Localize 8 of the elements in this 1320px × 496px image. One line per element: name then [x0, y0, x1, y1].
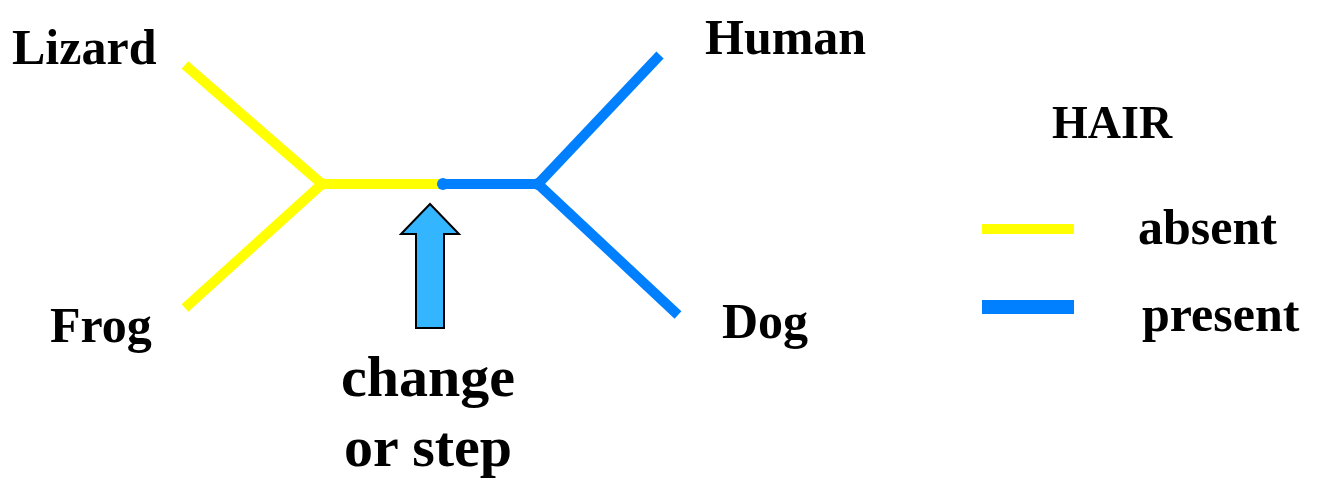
species-label: Human [705, 12, 867, 62]
legend-label: present [1142, 285, 1301, 344]
branch-junction [437, 178, 449, 190]
legend-label: absent [1138, 198, 1278, 257]
annotation-text: change or step [308, 342, 548, 482]
block-arrow [398, 202, 462, 329]
species-label: Lizard [12, 22, 157, 72]
legend-title: HAIR [1052, 100, 1173, 146]
